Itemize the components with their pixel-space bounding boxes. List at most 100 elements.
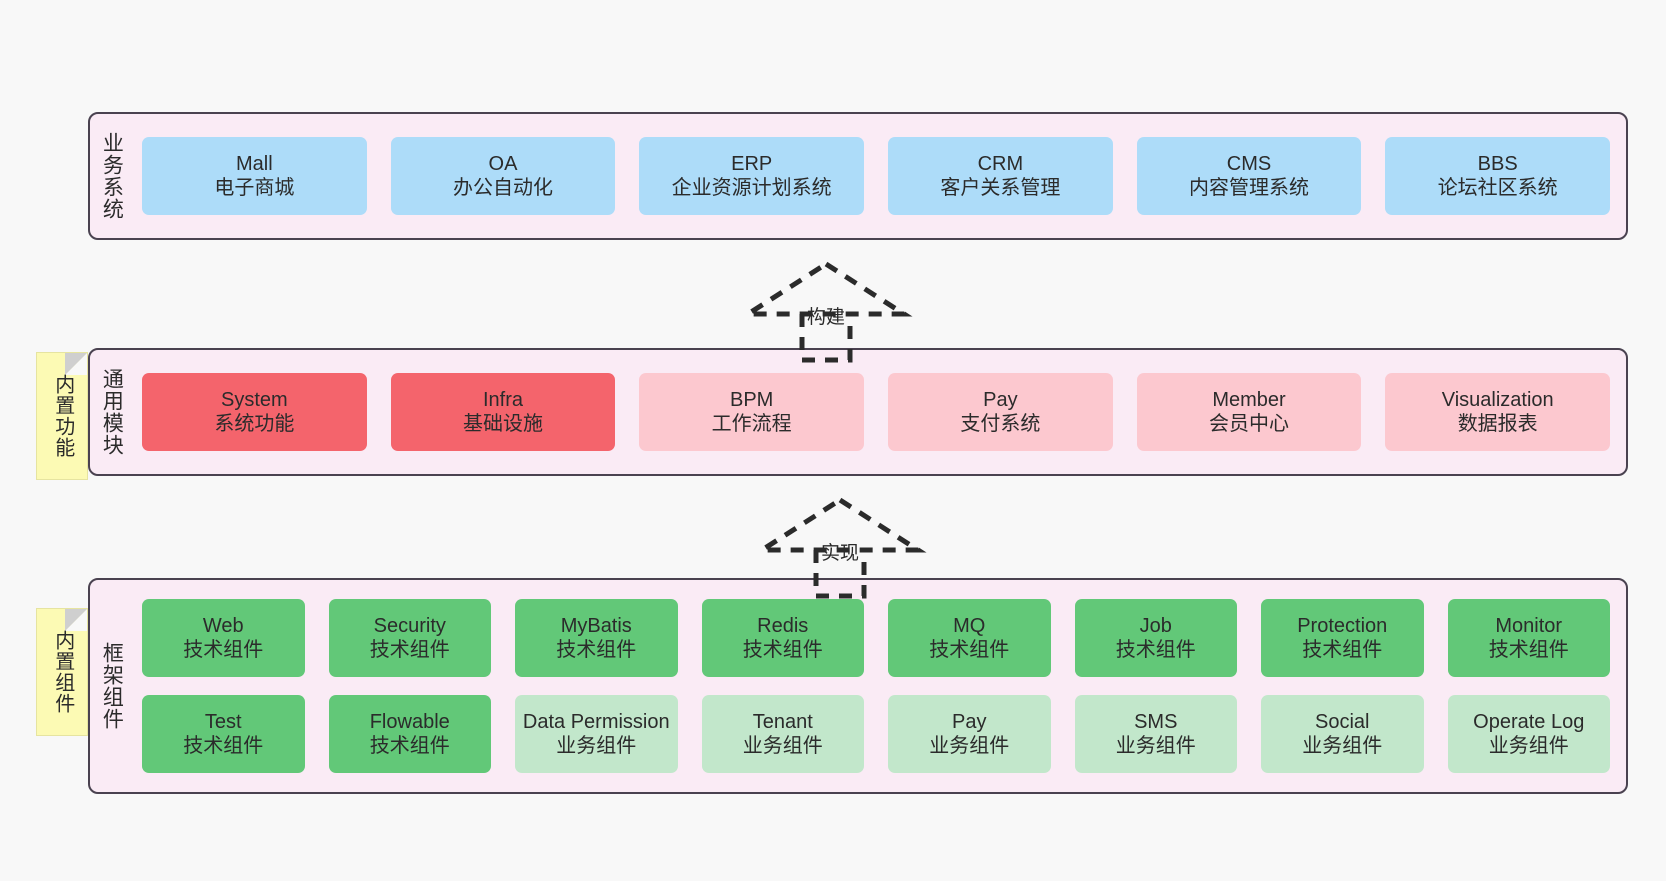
module-card-pay-business[interactable]: Pay 业务组件	[888, 695, 1051, 773]
card-name: Job	[1139, 614, 1172, 637]
card-desc: 技术组件	[369, 735, 450, 757]
card-name: Mall	[236, 152, 273, 175]
card-desc: 系统功能	[214, 413, 295, 435]
card-desc: 技术组件	[183, 735, 264, 757]
card-name: ERP	[731, 152, 773, 175]
card-desc: 业务组件	[1302, 735, 1383, 757]
card-desc: 技术组件	[1488, 639, 1569, 661]
card-desc: 论坛社区系统	[1437, 177, 1558, 199]
module-card-mall[interactable]: Mall 电子商城	[142, 137, 367, 215]
module-card-data-permission[interactable]: Data Permission 业务组件	[515, 695, 678, 773]
card-name: Data Permission	[522, 710, 670, 733]
card-desc: 业务组件	[1488, 735, 1569, 757]
module-card-visualization[interactable]: Visualization 数据报表	[1385, 373, 1611, 451]
card-name: BBS	[1477, 152, 1518, 175]
card-row-technical: Web 技术组件 Security 技术组件 MyBatis 技术组件 Redi…	[142, 599, 1610, 677]
module-card-crm[interactable]: CRM 客户关系管理	[888, 137, 1113, 215]
card-name: System	[220, 388, 288, 411]
card-desc: 内容管理系统	[1189, 177, 1310, 199]
layer-body-framework-component: Web 技术组件 Security 技术组件 MyBatis 技术组件 Redi…	[132, 580, 1626, 792]
module-card-mq[interactable]: MQ 技术组件	[888, 599, 1051, 677]
module-card-test[interactable]: Test 技术组件	[142, 695, 305, 773]
card-name: BPM	[730, 388, 774, 411]
card-name: Monitor	[1495, 614, 1563, 637]
card-desc: 技术组件	[929, 639, 1010, 661]
module-card-monitor[interactable]: Monitor 技术组件	[1447, 599, 1610, 677]
card-desc: 支付系统	[960, 413, 1041, 435]
module-card-protection[interactable]: Protection 技术组件	[1261, 599, 1424, 677]
sticky-note-text: 内置组件	[51, 630, 74, 714]
card-name: CMS	[1226, 152, 1272, 175]
module-card-redis[interactable]: Redis 技术组件	[701, 599, 864, 677]
card-desc: 技术组件	[1302, 639, 1383, 661]
card-desc: 电子商城	[214, 177, 295, 199]
card-row: System 系统功能 Infra 基础设施 BPM 工作流程 Pay 支付系统…	[142, 373, 1611, 451]
card-name: Security	[373, 614, 446, 637]
layer-body-common-module: System 系统功能 Infra 基础设施 BPM 工作流程 Pay 支付系统…	[132, 350, 1626, 474]
card-desc: 基础设施	[463, 413, 543, 435]
module-card-erp[interactable]: ERP 企业资源计划系统	[639, 137, 865, 215]
card-desc: 技术组件	[556, 639, 637, 661]
card-name: Visualization	[1441, 388, 1554, 411]
card-desc: 技术组件	[369, 639, 450, 661]
module-card-member[interactable]: Member 会员中心	[1136, 373, 1362, 451]
card-desc: 工作流程	[711, 413, 792, 435]
card-name: Tenant	[752, 710, 813, 733]
module-card-security[interactable]: Security 技术组件	[328, 599, 491, 677]
card-desc: 技术组件	[1115, 639, 1196, 661]
module-card-bpm[interactable]: BPM 工作流程	[639, 373, 865, 451]
module-card-web[interactable]: Web 技术组件	[142, 599, 305, 677]
card-name: SMS	[1134, 710, 1178, 733]
layer-title-common-module: 通用模块	[100, 368, 124, 456]
module-card-mybatis[interactable]: MyBatis 技术组件	[515, 599, 678, 677]
module-card-job[interactable]: Job 技术组件	[1074, 599, 1237, 677]
arrow-head-triangle	[739, 261, 913, 317]
card-name: Pay	[952, 710, 987, 733]
card-desc: 办公自动化	[453, 177, 553, 199]
card-name: CRM	[977, 152, 1024, 175]
card-desc: 会员中心	[1209, 413, 1290, 435]
card-name: Member	[1212, 388, 1286, 411]
module-card-oa[interactable]: OA 办公自动化	[390, 137, 616, 215]
module-card-cms[interactable]: CMS 内容管理系统	[1136, 137, 1362, 215]
connector-build: 构建	[736, 256, 916, 366]
module-card-system[interactable]: System 系统功能	[142, 373, 367, 451]
module-card-social[interactable]: Social 业务组件	[1261, 695, 1424, 773]
card-desc: 客户关系管理	[940, 177, 1061, 199]
layer-title-business-system: 业务系统	[100, 132, 124, 220]
card-name: OA	[488, 152, 518, 175]
module-card-operate-log[interactable]: Operate Log 业务组件	[1447, 695, 1610, 773]
card-name: MQ	[953, 614, 986, 637]
card-row-business: Test 技术组件 Flowable 技术组件 Data Permission …	[142, 695, 1610, 773]
card-desc: 业务组件	[929, 735, 1010, 757]
card-name: Test	[204, 710, 242, 733]
layer-common-module: 通用模块 System 系统功能 Infra 基础设施 BPM 工作流程 Pay…	[88, 348, 1628, 476]
card-name: Infra	[482, 388, 524, 411]
card-name: Flowable	[369, 710, 450, 733]
module-card-sms[interactable]: SMS 业务组件	[1074, 695, 1237, 773]
arrow-shaft	[813, 550, 867, 599]
layer-framework-component: 框架组件 Web 技术组件 Security 技术组件 MyBatis 技术组件…	[88, 578, 1628, 794]
card-desc: 业务组件	[1115, 735, 1196, 757]
layer-business-system: 业务系统 Mall 电子商城 OA 办公自动化 ERP 企业资源计划系统 CRM…	[88, 112, 1628, 240]
module-card-bbs[interactable]: BBS 论坛社区系统	[1385, 137, 1611, 215]
arrow-head-triangle	[753, 497, 927, 553]
card-row: Mall 电子商城 OA 办公自动化 ERP 企业资源计划系统 CRM 客户关系…	[142, 137, 1611, 215]
card-desc: 业务组件	[742, 735, 823, 757]
sticky-note-built-in-component: 内置组件	[36, 608, 88, 736]
connector-label-implement: 实现	[820, 543, 860, 564]
module-card-tenant[interactable]: Tenant 业务组件	[701, 695, 864, 773]
module-card-infra[interactable]: Infra 基础设施	[390, 373, 616, 451]
card-desc: 业务组件	[556, 735, 637, 757]
connector-implement: 实现	[750, 492, 930, 602]
card-name: Protection	[1297, 614, 1388, 637]
sticky-note-text: 内置功能	[51, 374, 74, 458]
connector-label-build: 构建	[806, 307, 846, 328]
card-name: Operate Log	[1473, 710, 1585, 733]
card-name: MyBatis	[560, 614, 632, 637]
module-card-flowable[interactable]: Flowable 技术组件	[328, 695, 491, 773]
module-card-pay[interactable]: Pay 支付系统	[888, 373, 1113, 451]
arrow-shaft	[799, 314, 853, 363]
card-name: Social	[1315, 710, 1370, 733]
